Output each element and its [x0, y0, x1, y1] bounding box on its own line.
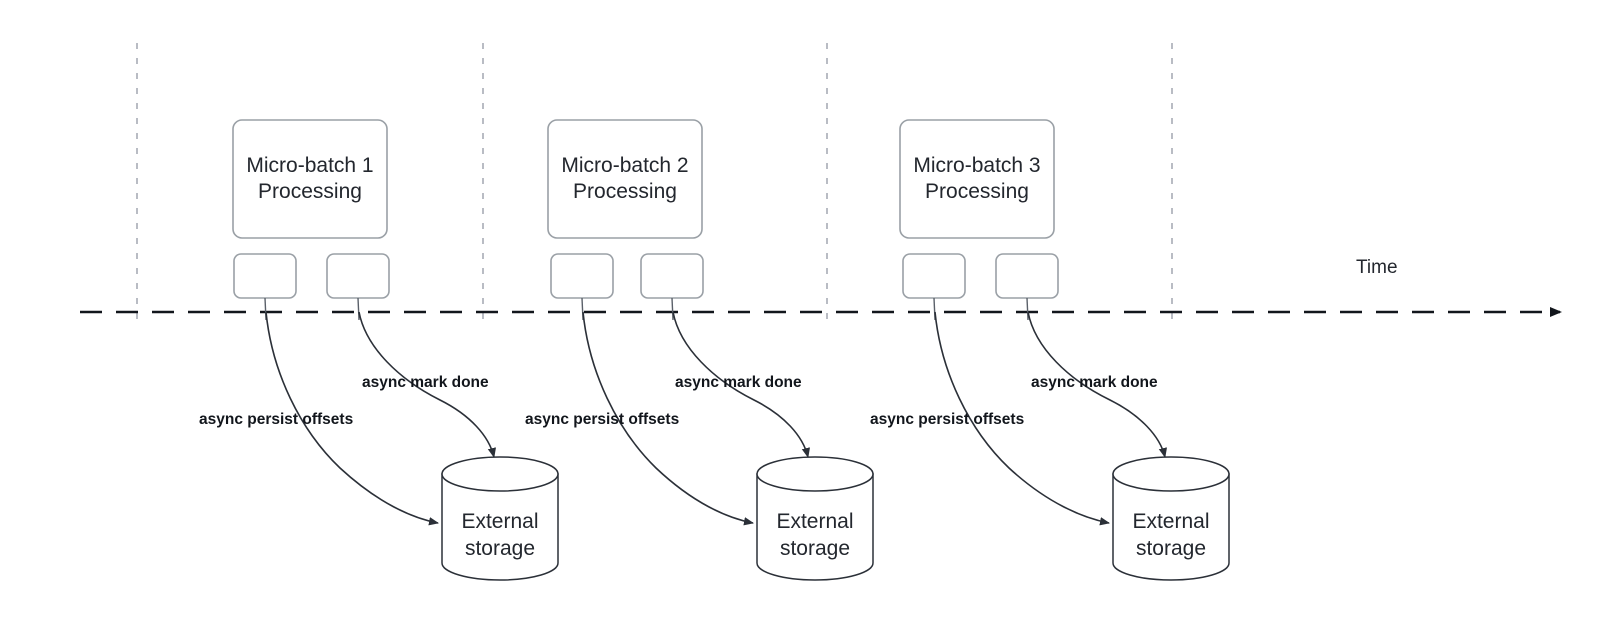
group-2-async-mark-done-curve [672, 311, 810, 458]
group-3-task-box-persist[interactable] [902, 253, 966, 299]
group-1-async-mark-done-label: async mark done [362, 374, 489, 391]
group-1-async-persist-offsets-curve [265, 311, 439, 526]
group-3-storage-label-line1: External [1132, 510, 1209, 533]
group-2-storage-label-line2: storage [780, 537, 850, 560]
group-1-task-box-mark[interactable] [326, 253, 390, 299]
group-1-external-storage-cylinder[interactable] [441, 456, 559, 581]
group-2-mark-stem [671, 297, 674, 321]
micro-batch-2-label-line1: Micro-batch 2 [561, 154, 688, 177]
group-3-async-mark-done-curve [1027, 311, 1167, 458]
group-2-async-persist-offsets-curve [582, 311, 754, 526]
micro-batch-group-3: Micro-batch 3 Processing async persist o… [870, 119, 1230, 581]
group-3-mark-stem [1026, 297, 1029, 321]
group-2-async-persist-offsets-label: async persist offsets [525, 411, 679, 428]
group-3-task-box-mark[interactable] [995, 253, 1059, 299]
micro-batch-group-2: Micro-batch 2 Processing async persist o… [525, 119, 874, 581]
micro-batch-3-processing-box[interactable] [899, 119, 1055, 239]
time-axis-label: Time [1356, 257, 1398, 278]
micro-batch-3-label-line1: Micro-batch 3 [913, 154, 1040, 177]
group-3-storage-label-line2: storage [1136, 537, 1206, 560]
group-2-task-box-persist[interactable] [550, 253, 614, 299]
group-1-storage-label-line1: External [461, 510, 538, 533]
group-1-async-mark-done-curve [358, 311, 496, 458]
micro-batch-1-label-line1: Micro-batch 1 [246, 154, 373, 177]
group-3-async-persist-offsets-label: async persist offsets [870, 411, 1024, 428]
group-1-storage-label-line2: storage [465, 537, 535, 560]
group-1-task-box-persist[interactable] [233, 253, 297, 299]
micro-batch-2-label-line2: Processing [573, 180, 677, 203]
tick-lines-group [136, 43, 1173, 322]
micro-batch-2-processing-box[interactable] [547, 119, 703, 239]
group-2-storage-label-line1: External [776, 510, 853, 533]
group-1-mark-stem [357, 297, 360, 321]
micro-batch-1-processing-box[interactable] [232, 119, 388, 239]
group-2-async-mark-done-label: async mark done [675, 374, 802, 391]
group-2-external-storage-cylinder[interactable] [756, 456, 874, 581]
micro-batch-group-1: Micro-batch 1 Processing async persist o… [199, 119, 559, 581]
group-3-async-persist-offsets-curve [934, 311, 1110, 526]
micro-batch-3-label-line2: Processing [925, 180, 1029, 203]
micro-batch-1-label-line2: Processing [258, 180, 362, 203]
group-3-async-mark-done-label: async mark done [1031, 374, 1158, 391]
group-3-external-storage-cylinder[interactable] [1112, 456, 1230, 581]
group-1-async-persist-offsets-label: async persist offsets [199, 411, 353, 428]
group-2-task-box-mark[interactable] [640, 253, 704, 299]
